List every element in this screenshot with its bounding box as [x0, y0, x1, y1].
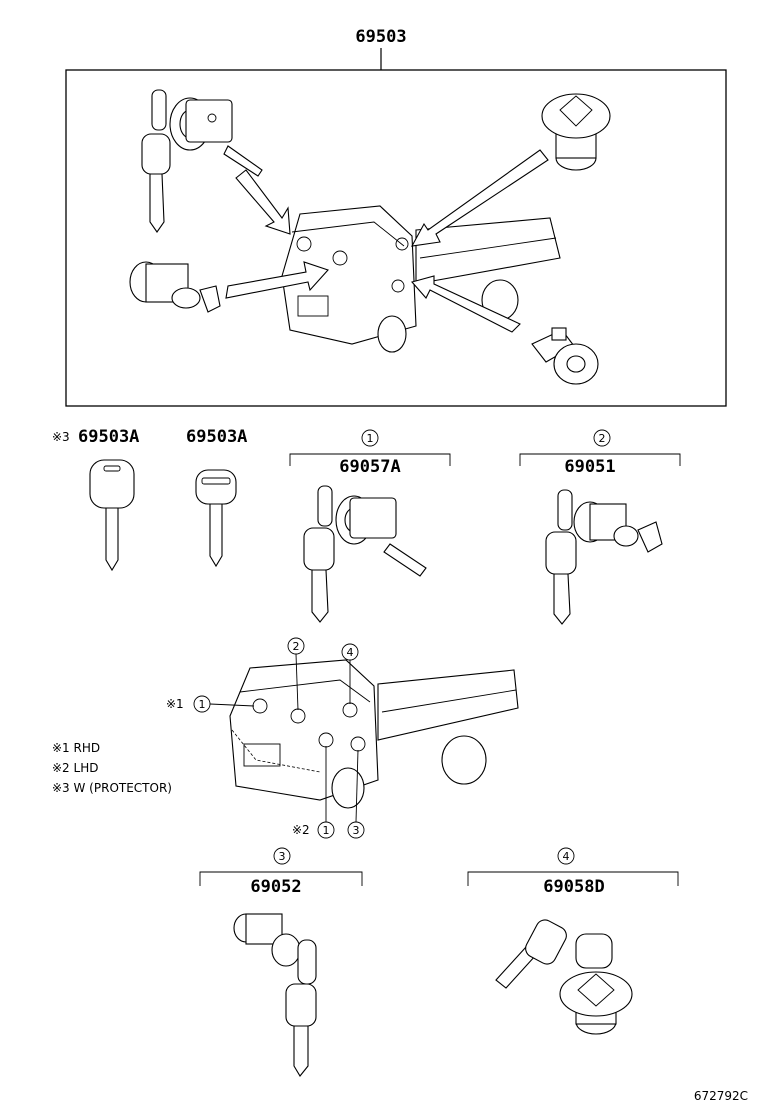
fuel-cap-drawing [541, 93, 611, 171]
part-number-69503: 69503 [355, 27, 406, 47]
truck-callout-1b: 1 [323, 824, 330, 837]
key-with-protector-drawing [89, 459, 135, 572]
legend-lhd: ※2 LHD [52, 761, 98, 775]
ignition-lock-drawing [141, 89, 263, 233]
part-number-69057A: 69057A [339, 457, 400, 477]
part-number-69058D: 69058D [543, 877, 604, 897]
part-number-69052: 69052 [250, 877, 301, 897]
truck-callout-2: 2 [293, 640, 300, 653]
side-lock-set-drawing [233, 913, 317, 1077]
legend-protector: ※3 W (PROTECTOR) [52, 781, 172, 795]
pointer-arrows [225, 149, 549, 333]
diagram-code: 672792C [694, 1089, 748, 1103]
plain-key-drawing [195, 469, 237, 568]
truck-callout-1: 1 [199, 698, 206, 711]
callout-2: 2 [599, 432, 606, 445]
lhd-marker: ※2 [292, 823, 310, 837]
door-lock-set-drawing [545, 489, 663, 625]
truck-drawing-top [281, 205, 561, 353]
fuel-cap-set-drawing [495, 919, 633, 1035]
callout-3: 3 [279, 850, 286, 863]
callout-1: 1 [367, 432, 374, 445]
key-protector-marker: ※3 [52, 430, 70, 444]
part-number-69503A-protector: 69503A [78, 427, 139, 447]
kit-frame [65, 69, 727, 407]
truck-callout-3: 3 [353, 824, 360, 837]
ignition-lock-set-drawing [303, 485, 427, 623]
legend-rhd: ※1 RHD [52, 741, 100, 755]
rhd-marker: ※1 [166, 697, 184, 711]
truck-callout-4: 4 [347, 646, 354, 659]
door-lock-drawing [129, 261, 221, 313]
side-lock-drawing [531, 327, 599, 385]
truck-drawing-center [229, 659, 519, 809]
part-number-69503A: 69503A [186, 427, 247, 447]
part-number-69051: 69051 [564, 457, 615, 477]
callout-4: 4 [563, 850, 570, 863]
